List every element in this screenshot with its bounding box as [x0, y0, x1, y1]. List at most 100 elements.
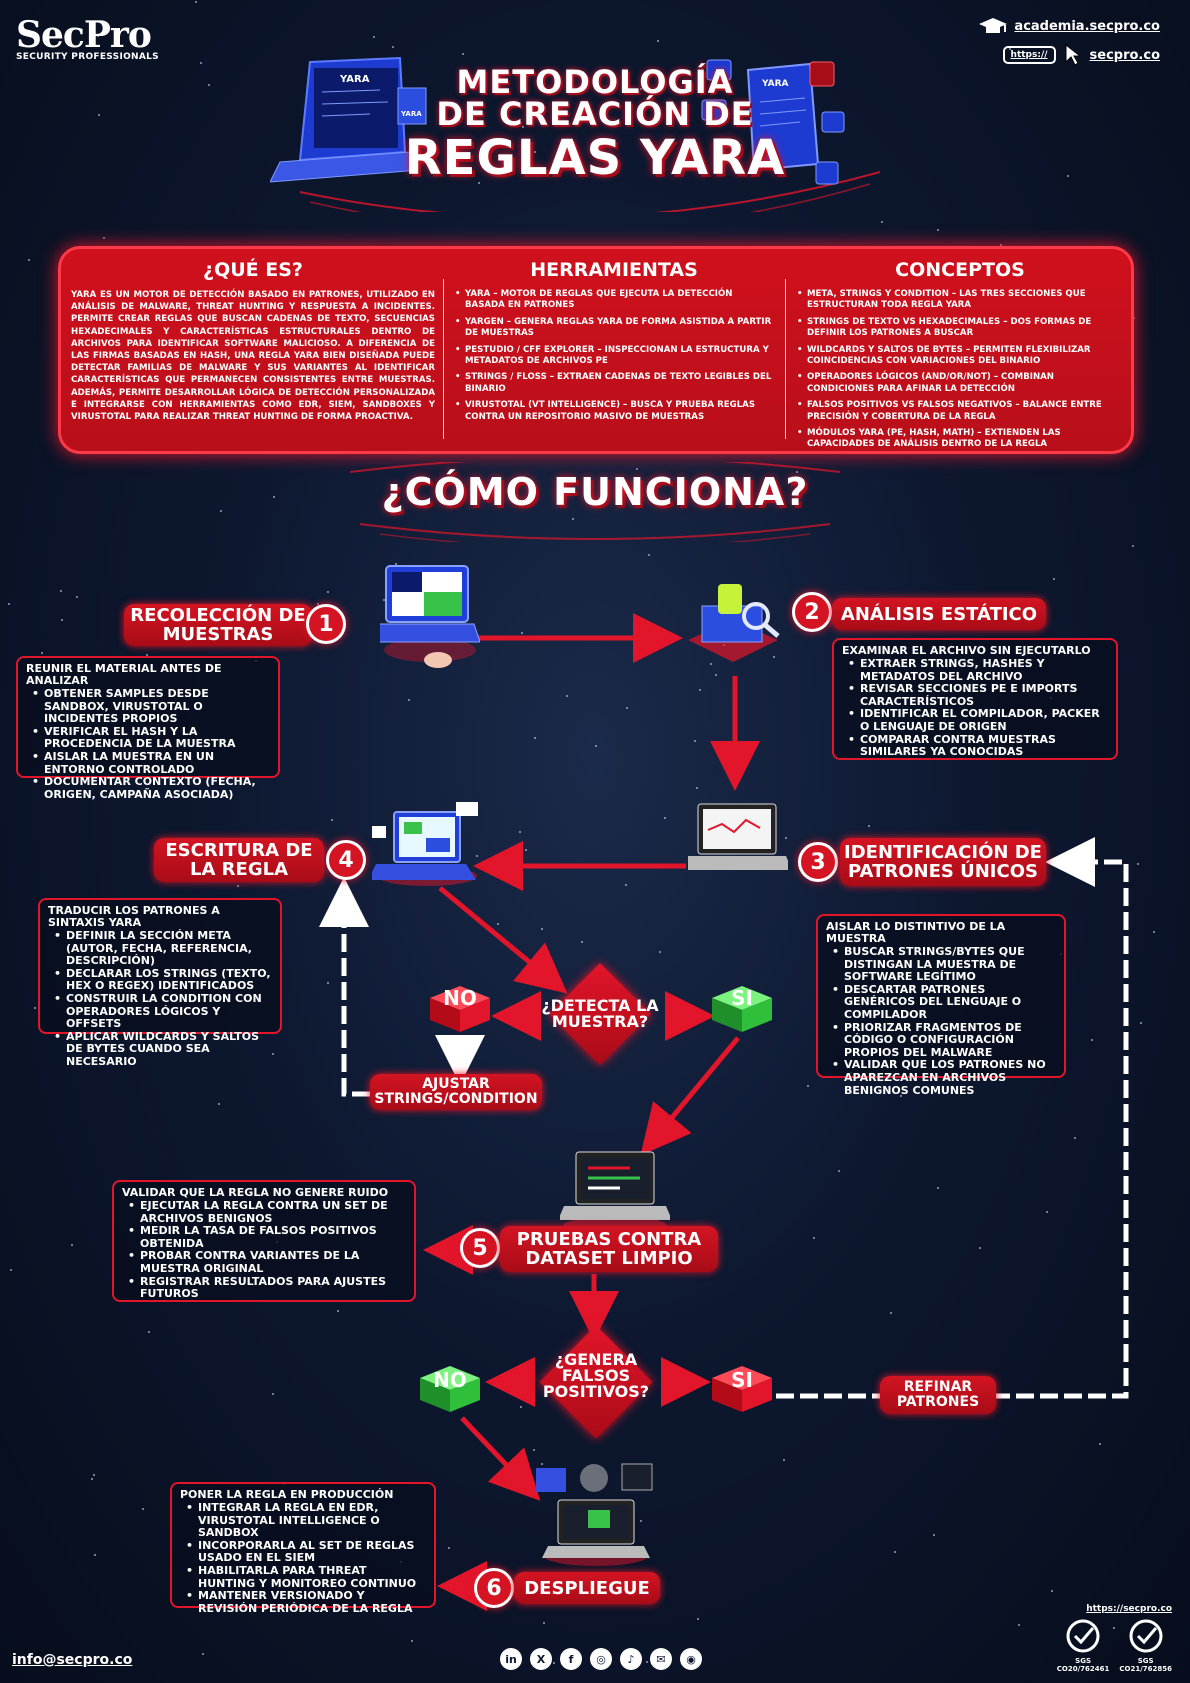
code-card-icon: [701, 99, 727, 121]
star: [208, 84, 210, 86]
arrow-adjust-to-4: [319, 877, 370, 1097]
contact-email[interactable]: info@secpro.co: [12, 1652, 133, 1668]
star: [1053, 578, 1055, 580]
step-5-details: VALIDAR QUE LA REGLA NO GENERE RUIDO EJE…: [112, 1180, 416, 1302]
monitor-card-icon: [821, 111, 845, 133]
star: [1067, 175, 1069, 177]
star: [783, 1459, 785, 1461]
tools-column: HERRAMIENTAS YARA – MOTOR DE REGLAS QUE …: [455, 259, 773, 428]
tool-item: PESTUDIO / CFF EXPLORER – INSPECCIONAN L…: [455, 345, 773, 368]
step-5-item: REGISTRAR RESULTADOS PARA AJUSTES FUTURO…: [122, 1275, 406, 1301]
footer-site-link[interactable]: https://secpro.co: [1086, 1604, 1172, 1614]
cert-badge-2: SGS CO21/762856: [1119, 1618, 1172, 1673]
server-analysis-icon: [688, 584, 780, 662]
x-icon[interactable]: X: [530, 1648, 552, 1670]
github-icon[interactable]: ◉: [680, 1648, 702, 1670]
tool-item: VIRUSTOTAL (VT INTELLIGENCE) – BUSCA Y P…: [455, 400, 773, 423]
title-line-1: METODOLOGÍA: [456, 63, 734, 101]
step-4-number: 4: [326, 840, 366, 880]
star: [148, 1331, 150, 1333]
star: [448, 1547, 450, 1549]
site-link[interactable]: https:// secpro.co: [978, 44, 1160, 66]
cert-code-2: CO21/762856: [1119, 1665, 1172, 1673]
star: [497, 923, 499, 925]
star: [91, 1478, 93, 1480]
step-5-item: PROBAR CONTRA VARIANTES DE LA MUESTRA OR…: [122, 1250, 406, 1275]
star: [1099, 1443, 1101, 1445]
star: [220, 510, 222, 512]
laptop-test-icon: [560, 1151, 670, 1236]
step-2-title: ANÁLISIS ESTÁTICO: [832, 598, 1046, 630]
star: [200, 62, 202, 64]
star: [411, 1640, 413, 1642]
step-4-item: CONSTRUIR LA CONDITION CON OPERADORES LÓ…: [48, 992, 272, 1031]
star: [566, 695, 568, 697]
star: [94, 1554, 96, 1556]
concept-item: STRINGS DE TEXTO VS HEXADECIMALES – DOS …: [797, 317, 1123, 340]
star: [894, 1551, 896, 1553]
step-4-title-text: ESCRITURA DE LA REGLA: [165, 840, 313, 880]
step-3-title: IDENTIFICACIÓN DE PATRONES ÚNICOS: [840, 838, 1046, 886]
star: [553, 1662, 555, 1664]
star: [237, 885, 239, 887]
step-6-details: PONER LA REGLA EN PRODUCCIÓN INTEGRAR LA…: [170, 1482, 436, 1615]
star: [10, 1269, 12, 1271]
chat-icon[interactable]: ✉: [650, 1648, 672, 1670]
page-title: METODOLOGÍA DE CREACIÓN DE REGLAS YARA: [0, 66, 1190, 182]
refine-action: REFINAR PATRONES: [880, 1376, 996, 1414]
laptop-deploy-icon: [536, 1463, 653, 1566]
cert-badges: SGS CO20/762461 SGS CO21/762856: [1057, 1618, 1172, 1673]
step-1-lead: REUNIR EL MATERIAL ANTES DE ANALIZAR: [26, 662, 222, 687]
step-4-lead: TRADUCIR LOS PATRONES A SINTAXIS YARA: [48, 904, 220, 929]
step-6-title: DESPLIEGUE: [514, 1572, 660, 1604]
star: [272, 1393, 274, 1395]
academy-link[interactable]: academia.secpro.co: [978, 16, 1160, 36]
star: [937, 229, 939, 231]
how-it-works-title: ¿CÓMO FUNCIONA?: [381, 470, 809, 514]
star: [595, 745, 597, 747]
step-5-item: EJECUTAR LA REGLA CONTRA UN SET DE ARCHI…: [122, 1199, 406, 1225]
laptop-code-icon: [372, 802, 478, 886]
step-3-title-text: IDENTIFICACIÓN DE PATRONES ÚNICOS: [844, 842, 1042, 882]
step-4-item: DECLARAR LOS STRINGS (TEXTO, HEX O REGEX…: [48, 967, 272, 993]
decision-1-yes-label: SI: [731, 986, 753, 1010]
step-2-item: EXTRAER STRINGS, HASHES Y METADATOS DEL …: [842, 657, 1108, 683]
star: [696, 787, 698, 789]
brand-logo[interactable]: SecPro SECURITY PROFESSIONALS: [16, 16, 159, 62]
brand-tagline: SECURITY PROFESSIONALS: [16, 52, 159, 62]
document-icon: YARA: [397, 87, 427, 125]
star: [331, 819, 333, 821]
cert-mark-1: SGS: [1075, 1657, 1091, 1665]
certification-seal-icon: [1129, 1619, 1163, 1653]
facebook-icon[interactable]: f: [560, 1648, 582, 1670]
star: [218, 1103, 220, 1105]
star: [519, 831, 521, 833]
refine-action-text: REFINAR PATRONES: [896, 1379, 980, 1410]
step-1-title: RECOLECCIÓN DE MUESTRAS: [124, 604, 312, 646]
star: [522, 126, 524, 128]
star: [521, 632, 523, 634]
concept-item: WILDCARDS Y SALTOS DE BYTES – PERMITEN F…: [797, 345, 1123, 368]
star: [520, 1406, 522, 1408]
step-1-item: DOCUMENTAR CONTEXTO (FECHA, ORIGEN, CAMP…: [26, 775, 270, 801]
concept-item: FALSOS POSITIVOS VS FALSOS NEGATIVOS – B…: [797, 400, 1123, 423]
step-3-item: BUSCAR STRINGS/BYTES QUE DISTINGAN LA MU…: [826, 945, 1056, 984]
star: [525, 849, 527, 851]
star: [327, 591, 329, 593]
instagram-icon[interactable]: ◎: [590, 1648, 612, 1670]
star: [715, 674, 717, 676]
cert-badge-1: SGS CO20/762461: [1057, 1618, 1109, 1673]
linkedin-icon[interactable]: in: [500, 1648, 522, 1670]
what-is-column: ¿QUÉ ES? YARA ES UN MOTOR DE DETECCIÓN B…: [71, 259, 435, 423]
star: [1132, 545, 1134, 547]
star: [146, 654, 148, 656]
star: [785, 837, 787, 839]
brand-name: SecPro: [16, 14, 152, 56]
star: [98, 114, 100, 116]
laptop-icon: [270, 56, 421, 183]
star: [838, 1170, 840, 1172]
tiktok-icon[interactable]: ♪: [620, 1648, 642, 1670]
star: [890, 1312, 892, 1314]
star: [807, 1085, 809, 1087]
star: [813, 1237, 815, 1239]
